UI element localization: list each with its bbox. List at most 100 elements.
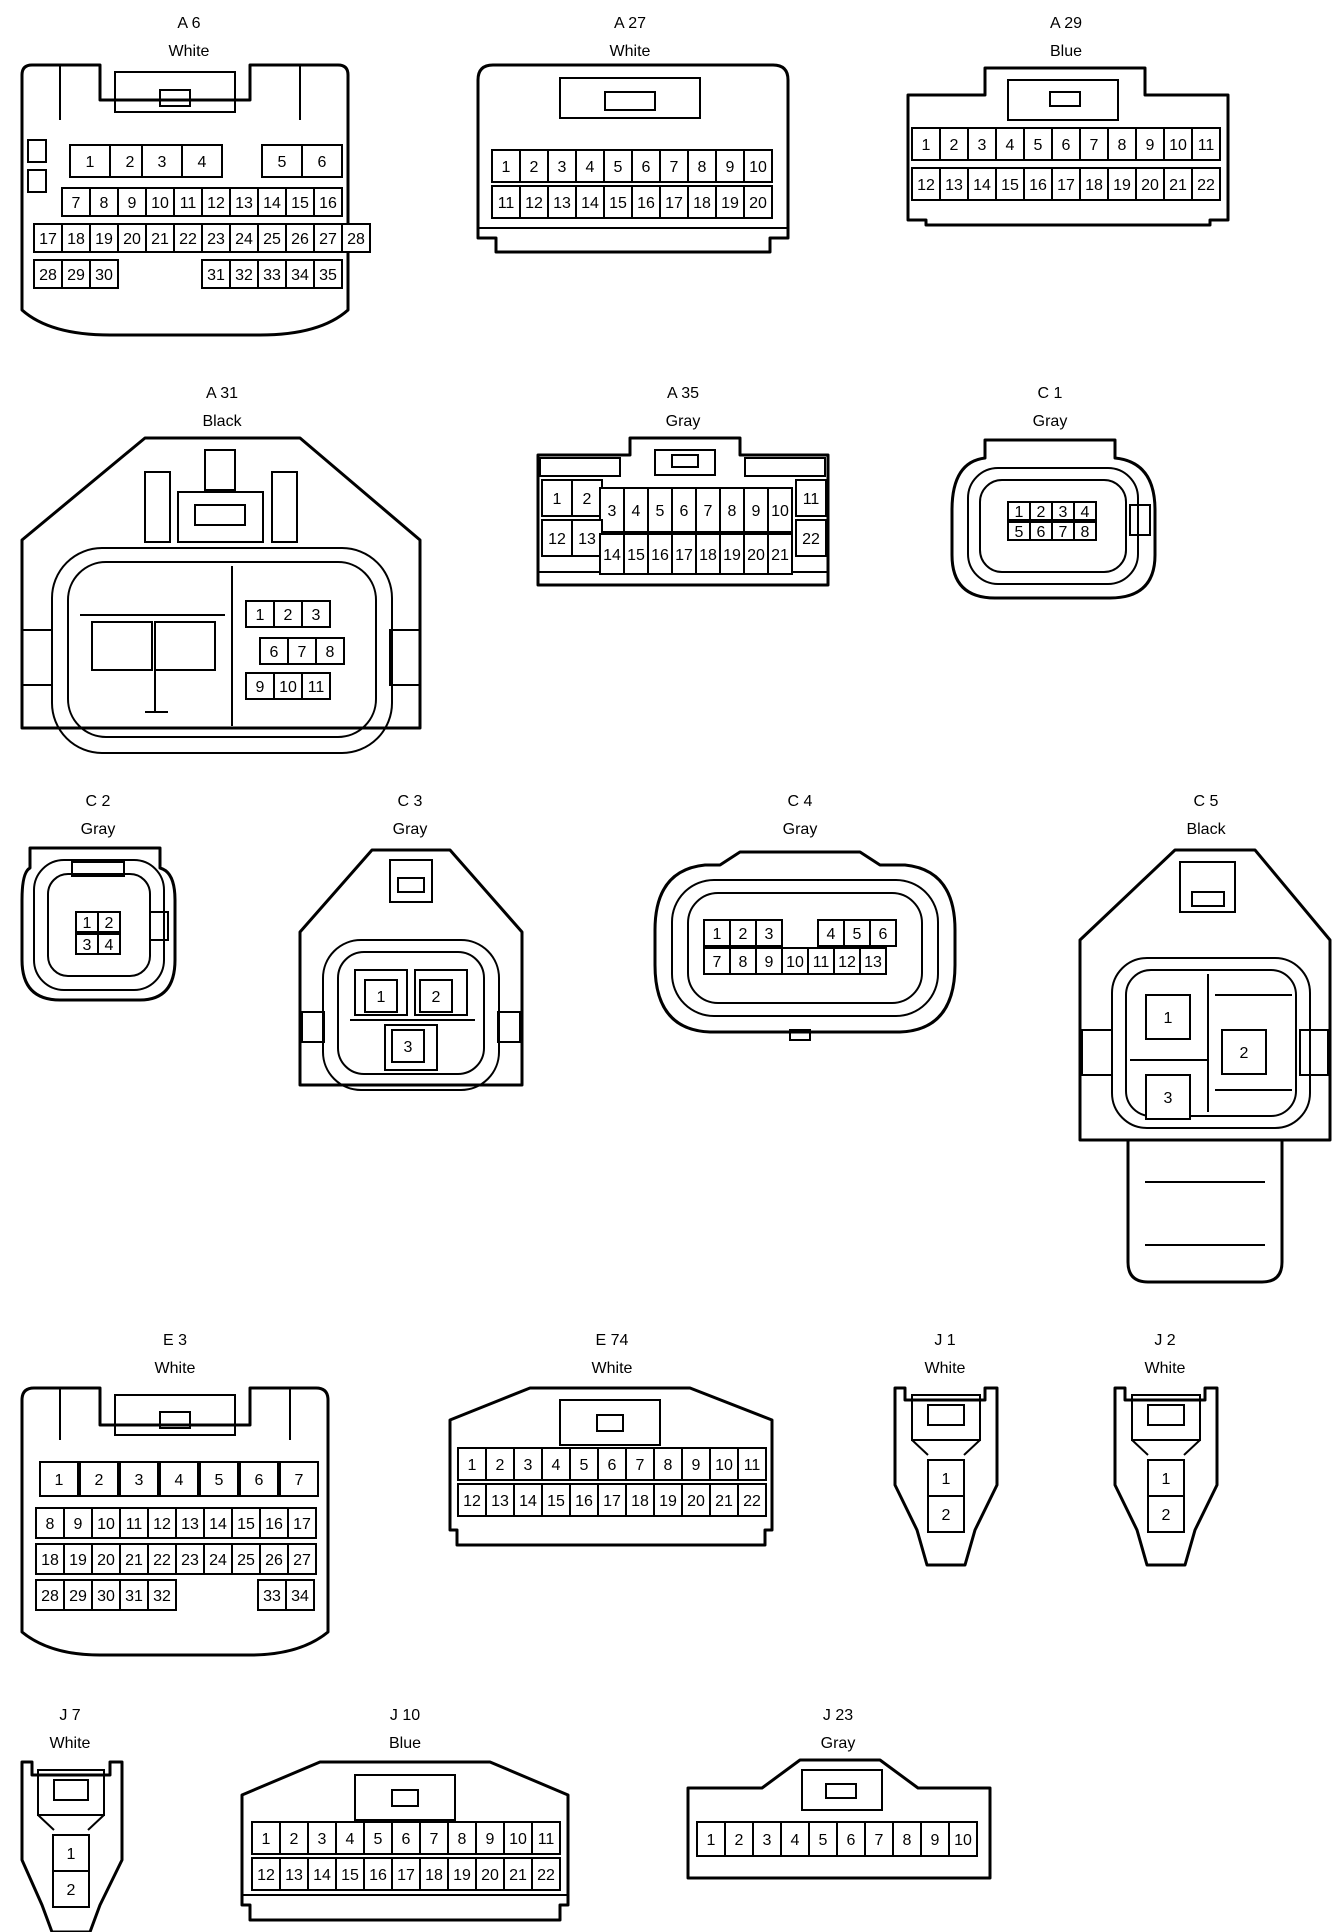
pin-cavity <box>927 1495 965 1533</box>
pin-number: 22 <box>537 1867 555 1884</box>
pin-cavity <box>257 259 287 289</box>
pin-number: 9 <box>1146 137 1155 154</box>
pin-cavity <box>843 919 871 947</box>
pin-cavity <box>39 1461 79 1497</box>
connector-a6-id: A 6 <box>177 15 200 32</box>
connector-e74-id: E 74 <box>596 1332 629 1349</box>
connector-a31-color: Black <box>202 413 242 430</box>
pin-cavity <box>279 1857 309 1891</box>
pin-cavity <box>1023 167 1053 201</box>
pin-cavity <box>729 919 757 947</box>
pin-number: 13 <box>553 195 571 212</box>
pin-number: 16 <box>265 1516 283 1533</box>
pin-cavity <box>531 1857 561 1891</box>
pin-number: 9 <box>256 679 265 696</box>
pin-number: 13 <box>578 531 596 548</box>
pin-number: 22 <box>743 1493 761 1510</box>
pin-number: 2 <box>1162 1507 1171 1524</box>
pin-cavity <box>315 637 345 665</box>
pin-number: 2 <box>735 1832 744 1849</box>
pin-number: 11 <box>1198 137 1215 154</box>
pin-cavity <box>795 519 827 557</box>
pin-number: 29 <box>69 1588 87 1605</box>
pin-number: 14 <box>973 177 991 194</box>
pin-number: 1 <box>713 926 722 943</box>
pin-number: 34 <box>291 267 309 284</box>
pin-number: 3 <box>763 1832 772 1849</box>
pin-number: 11 <box>498 195 515 212</box>
pin-cavity <box>181 144 223 178</box>
pin-cavity <box>457 1447 487 1481</box>
connector-e74-color: White <box>592 1360 633 1377</box>
pin-cavity <box>911 127 941 161</box>
connector-c1-id: C 1 <box>1038 385 1063 402</box>
pin-number: 18 <box>699 547 717 564</box>
pin-cavity <box>52 1870 90 1908</box>
connector-a35-id: A 35 <box>667 385 699 402</box>
pin-number: 11 <box>803 491 820 508</box>
pin-number: 7 <box>704 503 713 520</box>
pin-number: 12 <box>207 195 225 212</box>
pin-cavity <box>939 167 969 201</box>
pin-cavity <box>1163 127 1193 161</box>
pin-number: 12 <box>463 1493 481 1510</box>
pin-number: 21 <box>509 1867 527 1884</box>
connector-j2: J 2 White 12 <box>1113 1332 1219 1567</box>
pin-number: 4 <box>552 1457 561 1474</box>
pin-number: 3 <box>608 503 617 520</box>
pin-number: 10 <box>151 195 169 212</box>
pin-cavity <box>724 1821 754 1857</box>
pin-number: 8 <box>903 1832 912 1849</box>
pin-cavity <box>287 1507 317 1539</box>
connector-j7-pin-grid: 12 <box>52 1834 90 1908</box>
pin-cavity <box>631 185 661 219</box>
connector-j7-color: White <box>50 1735 91 1752</box>
connector-a27-color: White <box>610 43 651 60</box>
pin-cavity <box>145 187 175 217</box>
pin-cavity <box>364 979 398 1013</box>
connector-j23-id: J 23 <box>823 1707 853 1724</box>
pin-number: 14 <box>519 1493 537 1510</box>
pin-cavity <box>485 1447 515 1481</box>
pin-number: 3 <box>83 937 92 954</box>
pin-number: 25 <box>237 1552 255 1569</box>
pin-number: 9 <box>752 503 761 520</box>
pin-cavity <box>61 187 91 217</box>
pin-number: 2 <box>1037 504 1046 521</box>
pin-number: 21 <box>125 1552 143 1569</box>
pin-number: 2 <box>290 1831 299 1848</box>
pin-number: 1 <box>86 154 95 171</box>
pin-number: 28 <box>39 267 57 284</box>
pin-cavity <box>1135 127 1165 161</box>
pin-number: 4 <box>175 1472 184 1489</box>
pin-number: 1 <box>468 1457 477 1474</box>
connector-j1-pin-grid: 12 <box>927 1459 965 1533</box>
pin-number: 4 <box>105 937 114 954</box>
pin-number: 14 <box>209 1516 227 1533</box>
pin-number: 10 <box>279 679 297 696</box>
connector-j7: J 7 White 12 <box>20 1707 124 1932</box>
pin-cavity <box>569 1447 599 1481</box>
pin-number: 14 <box>581 195 599 212</box>
pin-cavity <box>229 187 259 217</box>
pin-cavity <box>117 223 147 253</box>
pin-number: 10 <box>715 1457 733 1474</box>
pin-number: 22 <box>802 531 820 548</box>
connector-a29-color: Blue <box>1050 43 1082 60</box>
pin-cavity <box>659 149 689 183</box>
pin-cavity <box>1145 1074 1191 1120</box>
pin-number: 1 <box>256 607 265 624</box>
pin-number: 7 <box>636 1457 645 1474</box>
connector-c4-color: Gray <box>783 821 818 838</box>
pin-number: 4 <box>632 503 641 520</box>
pin-cavity <box>995 127 1025 161</box>
